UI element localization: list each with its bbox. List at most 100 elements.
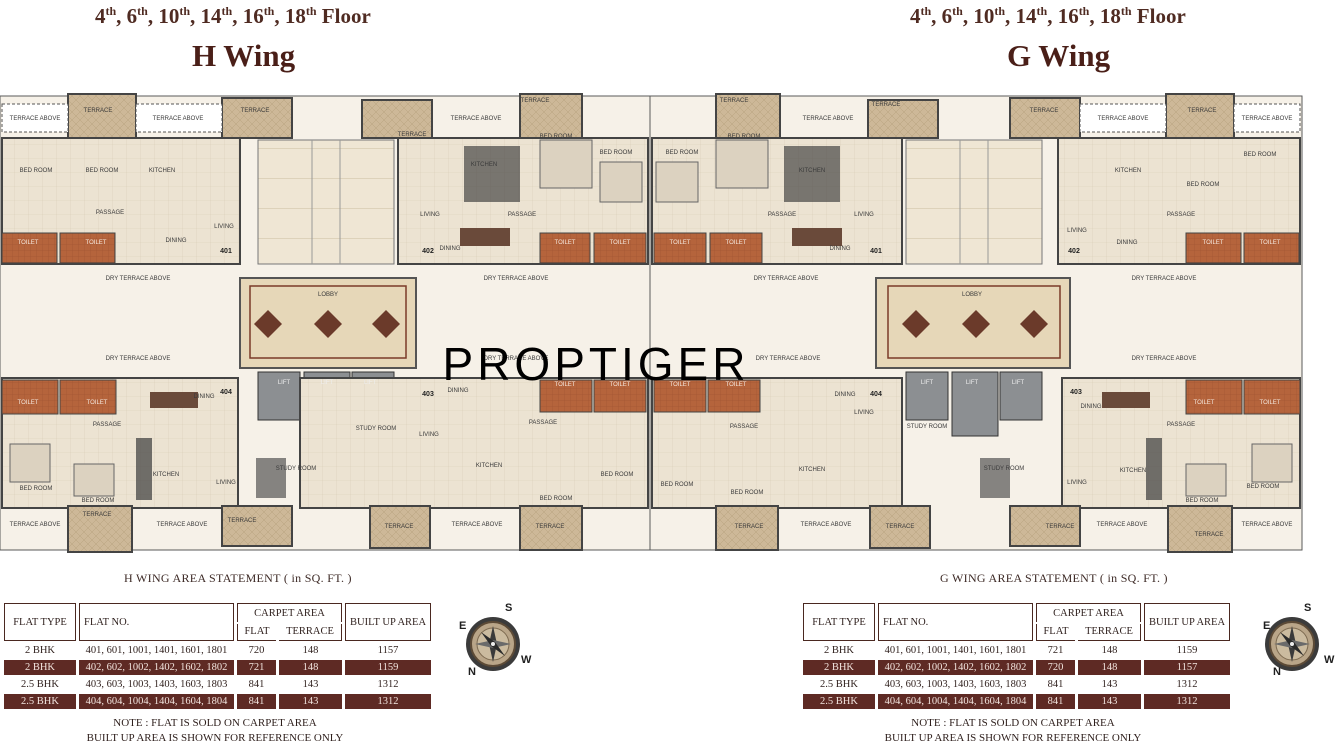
label-bedroom-6: BED ROOM [728, 134, 761, 140]
label-lift-h2: LIFT [321, 380, 334, 386]
label-terrace-15: TERRACE [1046, 524, 1075, 530]
left-note: NOTE : FLAT IS SOLD ON CARPET AREA BUILT… [86, 717, 344, 744]
label-bedroom-8: BED ROOM [1244, 152, 1277, 158]
label-terrace-above-10: TERRACE ABOVE [801, 522, 852, 528]
label-study-2: STUDY ROOM [356, 426, 397, 432]
label-study-3: STUDY ROOM [907, 424, 948, 430]
label-flat-403-g: 403 [1070, 389, 1082, 396]
label-passage-7: PASSAGE [730, 424, 758, 430]
label-terrace-1: TERRACE [84, 108, 113, 114]
label-toilet-11: TOILET [555, 382, 576, 388]
compass-s: S [1304, 602, 1312, 614]
header-built-up: BUILT UP AREA [345, 603, 432, 641]
label-terrace-12: TERRACE [536, 524, 565, 530]
right-note: NOTE : FLAT IS SOLD ON CARPET AREA BUILT… [884, 717, 1142, 744]
label-terrace-above-9: TERRACE ABOVE [452, 522, 503, 528]
header-flat: FLAT [237, 623, 276, 641]
lobby-h [239, 277, 417, 369]
header-built-up: BUILT UP AREA [1144, 603, 1231, 641]
label-lift-g1: LIFT [921, 380, 934, 386]
label-terrace-5: TERRACE [720, 98, 749, 104]
label-toilet-13: TOILET [670, 382, 691, 388]
header-flat-type: FLAT TYPE [803, 603, 875, 641]
label-flat-401-g: 401 [870, 248, 882, 255]
label-flat-402-h: 402 [422, 248, 434, 255]
flat-403-g [651, 377, 931, 551]
label-flat-403-h: 403 [422, 391, 434, 398]
label-toilet-16: TOILET [1260, 400, 1281, 406]
compass-s: S [505, 602, 513, 614]
label-terrace-6: TERRACE [872, 102, 901, 108]
compass-w: W [521, 654, 532, 666]
flat-401-h [1, 93, 293, 265]
lifts-g [905, 371, 1043, 498]
left-area-table: FLAT TYPE FLAT NO. CARPET AREA BUILT UP … [1, 601, 434, 711]
label-kitchen-5: KITCHEN [153, 472, 179, 478]
right-wing-title: G Wing [1007, 38, 1111, 73]
watermark: PROPTIGER [443, 338, 750, 390]
label-living-1: LIVING [214, 224, 234, 230]
label-flat-402-g: 402 [1068, 248, 1080, 255]
label-living-8: LIVING [1067, 480, 1087, 486]
label-lobby-g: LOBBY [962, 292, 982, 298]
label-dry-terrace-8: DRY TERRACE ABOVE [1132, 356, 1197, 362]
lobby-g [875, 277, 1071, 369]
label-flat-404-g: 404 [870, 391, 882, 398]
label-toilet-8: TOILET [1260, 240, 1281, 246]
label-toilet-12: TOILET [610, 382, 631, 388]
label-living-5: LIVING [216, 480, 236, 486]
label-passage-1: PASSAGE [96, 210, 124, 216]
flat-403-h [256, 377, 649, 551]
label-terrace-4: TERRACE [521, 98, 550, 104]
compass-n: N [468, 666, 476, 678]
label-terrace-14: TERRACE [886, 524, 915, 530]
label-terrace-above-11: TERRACE ABOVE [1097, 522, 1148, 528]
compass-n: N [1273, 666, 1281, 678]
label-bedroom-10: BED ROOM [82, 498, 115, 504]
label-dry-terrace-2: DRY TERRACE ABOVE [484, 276, 549, 282]
label-bedroom-9: BED ROOM [20, 486, 53, 492]
floor-plan: TERRACE ABOVE TERRACE ABOVE TERRACE ABOV… [0, 93, 1303, 553]
header-terrace: TERRACE [279, 623, 342, 641]
label-dry-terrace-5: DRY TERRACE ABOVE [106, 356, 171, 362]
stairs-g [905, 139, 1043, 265]
flat-404-g [1009, 377, 1301, 553]
label-toilet-14: TOILET [726, 382, 747, 388]
label-terrace-2: TERRACE [241, 108, 270, 114]
flat-404-h [1, 377, 293, 553]
label-bedroom-15: BED ROOM [1186, 498, 1219, 504]
label-toilet-5: TOILET [670, 240, 691, 246]
label-passage-8: PASSAGE [1167, 422, 1195, 428]
label-dining-3: DINING [830, 246, 851, 252]
label-terrace-above-1: TERRACE ABOVE [10, 116, 61, 122]
label-passage-6: PASSAGE [529, 420, 557, 426]
compass-e: E [1263, 620, 1271, 632]
label-lift-h1: LIFT [278, 380, 291, 386]
label-kitchen-7: KITCHEN [799, 467, 825, 473]
flat-402-g [651, 93, 939, 265]
left-floor-title: 4th, 6th, 10th, 14th, 16th, 18th Floor [95, 4, 371, 28]
label-terrace-13: TERRACE [735, 524, 764, 530]
label-dry-terrace-1: DRY TERRACE ABOVE [106, 276, 171, 282]
label-toilet-10: TOILET [87, 400, 108, 406]
label-toilet-6: TOILET [726, 240, 747, 246]
label-lift-g3: LIFT [1012, 380, 1025, 386]
label-dining-4: DINING [1117, 240, 1138, 246]
label-dry-terrace-6: DRY TERRACE ABOVE [484, 356, 549, 362]
header-carpet-area: CARPET AREA [1036, 603, 1141, 622]
label-passage-5: PASSAGE [93, 422, 121, 428]
label-bedroom-16: BED ROOM [1247, 484, 1280, 490]
label-terrace-above-3: TERRACE ABOVE [451, 116, 502, 122]
compass-icon [1265, 617, 1319, 671]
label-kitchen-3: KITCHEN [799, 168, 825, 174]
compass-icon [466, 617, 520, 671]
label-lift-g2: LIFT [966, 380, 979, 386]
label-dining-2: DINING [440, 246, 461, 252]
label-flat-404-h: 404 [220, 389, 232, 396]
compass-w: W [1324, 654, 1335, 666]
header-flat: FLAT [1036, 623, 1075, 641]
